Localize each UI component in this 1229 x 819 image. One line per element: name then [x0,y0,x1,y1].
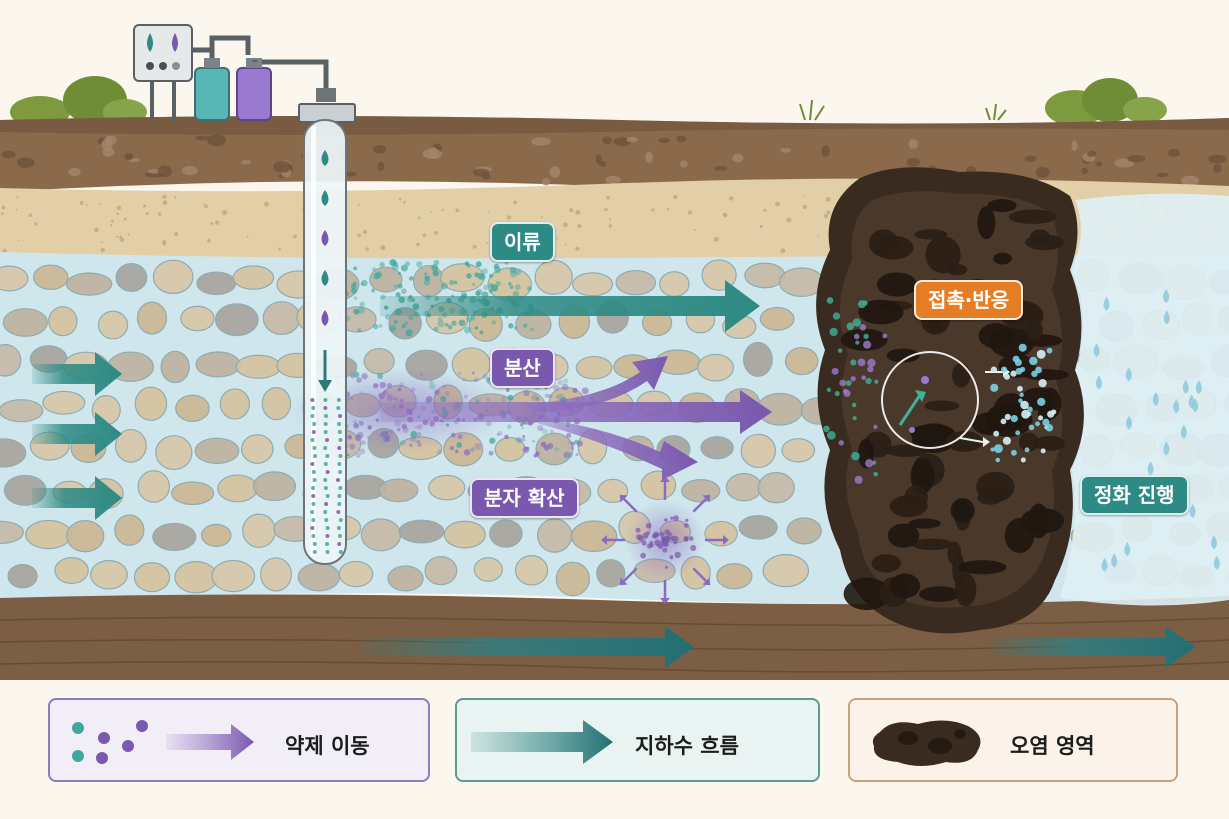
control-panel [133,24,193,82]
legend-item-reagent-transport: 약제 이동 [48,698,430,782]
purified-water-zone [1060,193,1229,606]
grass-tuft [799,99,1007,121]
clean-water-droplets [1093,289,1220,572]
injection-well [298,103,356,565]
advection-label: 이류 [490,222,555,262]
dispersion-label: 분산 [490,348,555,388]
bottom-clay-layer [0,594,1229,680]
well-screen-perforations [310,398,343,554]
reagent-transport-icon [72,720,254,764]
contamination-particles [840,199,1069,611]
groundwater-flow-arrows-bottom [360,626,1196,668]
bush-right [1045,78,1167,126]
advection-arrow [380,280,760,332]
reagent-droplets-in-well [321,150,329,326]
legend-label-groundwater-flow: 지하수 흐름 [635,734,739,758]
down-arrow-icon [318,380,332,392]
purple-droplet-icon [172,33,178,52]
reaction-particles [823,297,1057,484]
legend-item-contamination-zone: 오염 영역 [848,698,1178,782]
subsurface-cross-section [0,24,1229,680]
legend-item-groundwater-flow: 지하수 흐름 [455,698,820,782]
groundwater-inflow-arrows [32,352,122,520]
teal-reagent-tank [194,67,230,121]
contact-reaction-circle [881,351,1010,449]
contact-reaction-label: 접촉·반응 [914,280,1024,320]
teal-droplet-icon [147,33,153,52]
legend-label-contamination-zone: 오염 영역 [1010,734,1095,758]
purple-reagent-tank [236,67,272,121]
contamination-blob-icon [872,720,981,766]
purification-progress-label: 정화 진행 [1080,475,1189,515]
diffusion-particles [635,515,697,569]
molecular-diffusion-label: 분자 확산 [470,478,579,518]
groundwater-flow-arrow-icon [471,720,613,764]
dispersion-arrows [380,356,772,480]
legend-label-reagent-transport: 약제 이동 [285,734,370,758]
injection-equipment [133,24,336,121]
diffusion-radial-arrows [601,476,729,604]
